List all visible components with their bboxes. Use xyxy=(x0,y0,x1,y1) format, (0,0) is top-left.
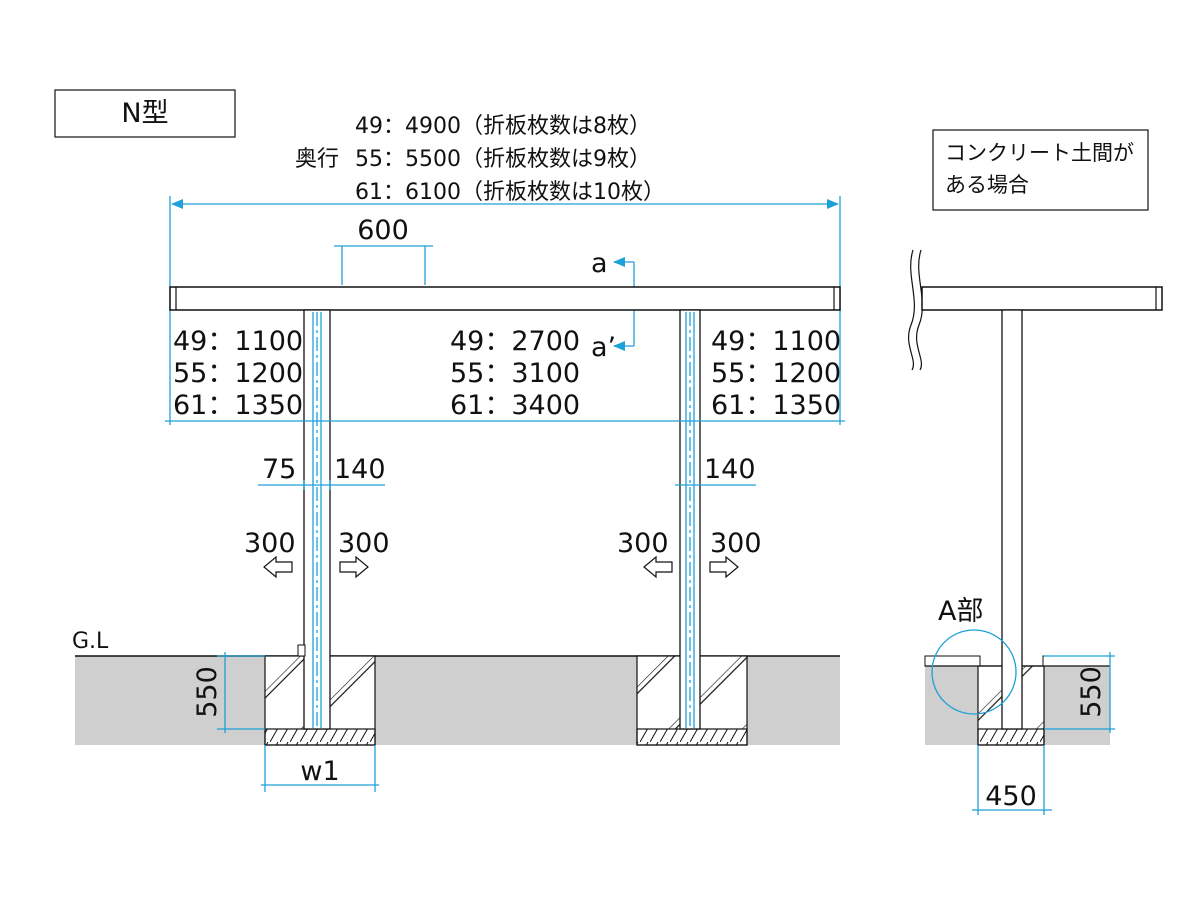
dimension-140-right: 140 xyxy=(704,454,756,485)
side-view: A部 550 450 xyxy=(908,249,1163,815)
adjust-300-1: 300 xyxy=(244,528,296,559)
right-span-labels: 49：1100 55：1200 61：1350 xyxy=(711,326,841,421)
note-box: コンクリート土間が ある場合 xyxy=(932,129,1149,211)
right-span-49: 49：1100 xyxy=(711,326,841,357)
right-post xyxy=(636,309,748,746)
note-line-1: コンクリート土間が xyxy=(945,141,1134,165)
mid-span-55: 55：3100 xyxy=(450,358,580,389)
adjustment-arrows: 300 300 300 300 xyxy=(244,528,762,579)
dimension-550-left: 550 xyxy=(192,666,223,718)
left-span-55: 55：1200 xyxy=(173,358,303,389)
dimension-550-right: 550 xyxy=(1076,666,1107,718)
adjust-300-3: 300 xyxy=(617,528,669,559)
left-span-labels: 49：1100 55：1200 61：1350 xyxy=(173,326,303,421)
roof-beam xyxy=(169,286,841,311)
arrow-right-icon xyxy=(339,555,369,579)
mid-span-49: 49：2700 xyxy=(450,326,580,357)
left-span-49: 49：1100 xyxy=(173,326,303,357)
section-label-a: a xyxy=(591,248,608,279)
type-label: N型 xyxy=(121,98,168,129)
depth-line-61: 61：6100（折板枚数は10枚） xyxy=(355,180,665,205)
dimension-450: 450 xyxy=(985,781,1037,812)
right-span-55: 55：1200 xyxy=(711,358,841,389)
footing-depth-dimension-left: 550 xyxy=(192,652,265,733)
right-span-61: 61：1350 xyxy=(711,390,841,421)
dimension-600-label: 600 xyxy=(357,215,409,246)
dimension-w1: w1 xyxy=(300,756,339,787)
arrow-right-icon xyxy=(709,555,739,579)
section-label-a-prime: a’ xyxy=(591,332,616,363)
depth-line-49: 49：4900（折板枚数は8枚） xyxy=(355,114,651,139)
depth-line-55: 55：5500（折板枚数は9枚） xyxy=(355,147,651,172)
depth-prefix: 奥行 xyxy=(295,147,339,172)
type-label-box: N型 xyxy=(54,89,236,138)
detail-a-label: A部 xyxy=(938,596,983,627)
section-arrows: a a’ xyxy=(591,248,635,363)
note-line-2: ある場合 xyxy=(945,173,1029,197)
footing-width-dimension: w1 xyxy=(261,745,379,792)
dimension-600: 600 xyxy=(334,215,433,285)
ground-level-label: G.L xyxy=(72,629,109,654)
mid-span-61: 61：3400 xyxy=(450,390,580,421)
adjust-300-2: 300 xyxy=(338,528,390,559)
adjust-300-4: 300 xyxy=(710,528,762,559)
post-offset-dimensions: 75 140 140 xyxy=(258,454,756,490)
dimension-140-left: 140 xyxy=(334,454,386,485)
dimension-75: 75 xyxy=(262,454,296,485)
mid-span-labels: 49：2700 55：3100 61：3400 xyxy=(450,326,580,421)
arrow-left-icon xyxy=(263,555,293,579)
arrow-left-icon xyxy=(643,555,673,579)
left-span-61: 61：1350 xyxy=(173,390,303,421)
left-post xyxy=(264,309,376,746)
depth-spec: 奥行 49：4900（折板枚数は8枚） 55：5500（折板枚数は9枚） 61：… xyxy=(295,114,665,205)
